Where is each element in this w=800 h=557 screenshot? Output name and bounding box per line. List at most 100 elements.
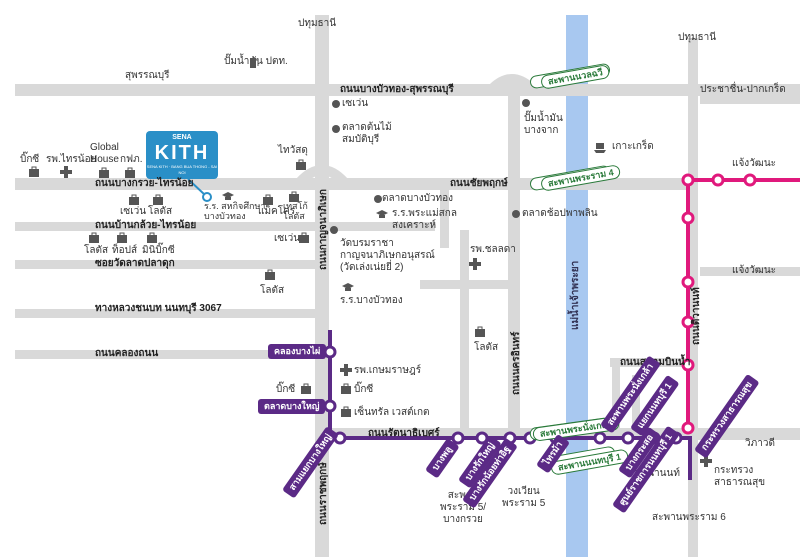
purple-station xyxy=(593,431,607,445)
place-big-c-1: บิ๊กซี xyxy=(20,154,40,165)
shopping-bag-icon xyxy=(263,194,273,205)
shopping-bag-icon xyxy=(147,232,157,243)
shopping-bag-icon xyxy=(89,232,99,243)
shopping-bag-icon xyxy=(475,326,485,337)
place-koh-kret: เกาะเกร็ด xyxy=(612,141,654,152)
place-tesco: เทสโก้ โลตัส xyxy=(283,201,308,221)
project-logo: SENA KITH SENA KITH · BANG BUA THONG - S… xyxy=(146,131,218,179)
place-wat-bromracha: วัดบรมราชา กาญจนาภิเษกอนุสรณ์ (วัดเล่งเน… xyxy=(340,238,435,273)
pink-station xyxy=(681,275,695,289)
shopping-bag-icon xyxy=(117,232,127,243)
hospital-cross-icon xyxy=(340,364,352,376)
place-talad-ton-mai: ตลาดต้นไม้ สมบัติบุรี xyxy=(342,122,392,145)
place-seven-2: เซเว่น xyxy=(120,206,147,217)
label-bangkruai-sainoi: ถนนบางกรวย-ไทรน้อย xyxy=(95,178,194,189)
label-soi-wat-lat: ซอยวัดลาดปลาดุก xyxy=(95,258,175,269)
road-khlong-thanon xyxy=(15,350,315,359)
label-prachachuen: ประชาชื่น-ปากเกร็ด xyxy=(700,84,786,95)
label-rama5-circle: วงเวียน พระราม 5 xyxy=(502,486,546,509)
ferry-icon xyxy=(594,143,606,153)
interchange-arc xyxy=(296,165,348,186)
shopping-bag-icon xyxy=(29,166,39,177)
place-rph-sainoi: รพ.ไทรน้อย xyxy=(46,154,97,165)
school-cap-icon xyxy=(376,210,388,218)
road-bangkruai-sainoi xyxy=(15,178,695,190)
place-lotus-4: โลตัส xyxy=(260,285,285,296)
road-sanambinnam-vertical xyxy=(612,358,620,433)
road-prachachuen xyxy=(700,95,800,104)
label-pathum-thani-right: ปทุมธานี xyxy=(678,32,717,43)
hospital-cross-icon xyxy=(700,455,712,467)
purple-station xyxy=(323,399,337,413)
fuel-dot-icon xyxy=(522,99,530,107)
project-name: KITH xyxy=(154,142,210,164)
school-cap-icon xyxy=(222,192,234,200)
pink-station xyxy=(681,173,695,187)
label-pathum-thani: ปทุมธานี xyxy=(298,18,337,29)
pink-station xyxy=(743,173,757,187)
road-ratchaphruek xyxy=(508,84,520,434)
shopping-bag-icon xyxy=(341,406,351,417)
label-wipawadi: วิภาวดี xyxy=(745,438,775,449)
place-talad-bangbuathong: ตลาดบางบัวทอง xyxy=(382,193,454,204)
place-big-c-2: บิ๊กซี xyxy=(354,384,374,395)
road-soi-wat-lat xyxy=(15,260,315,269)
place-school-sahakorn: ร.ร. สหกิจศึกษา บางบัวทอง xyxy=(204,201,266,221)
hospital-cross-icon xyxy=(469,258,481,270)
road-3067 xyxy=(15,309,315,318)
station-talad-bang-yai: ตลาดบางใหญ่ xyxy=(258,399,326,414)
hospital-cross-icon xyxy=(60,166,72,178)
shopping-bag-icon xyxy=(296,159,306,170)
road-small-vertical xyxy=(440,188,449,248)
label-bangbuathong-suphanburi: ถนนบางบัวทอง-สุพรรณบุรี xyxy=(340,84,454,95)
label-river: แม่น้ำเจ้าพระยา xyxy=(570,260,581,330)
road-chaengwattana-2 xyxy=(700,267,800,276)
place-seven-1: เซเว่น xyxy=(342,98,369,109)
label-tiwanon: ถนนติวานนท์ xyxy=(691,287,702,345)
label-chaengwattana-2: แจ้งวัฒนะ xyxy=(732,265,777,276)
label-rama5-bridge: สะพาน พระราม 5/ บางกรวย xyxy=(440,490,487,525)
pink-station xyxy=(681,358,695,372)
label-ratchaphruek: ถนนราชพฤกษ์ xyxy=(318,462,329,525)
place-talad-chaipruek: ตลาดช้อปพาพลิน xyxy=(522,208,598,219)
label-bankluay-sainoi: ถนนบ้านกล้วย-ไทรน้อย xyxy=(95,220,197,231)
store-dot-icon xyxy=(374,195,382,203)
shopping-bag-icon xyxy=(299,232,309,243)
school-cap-icon xyxy=(342,283,354,291)
place-mini-bigc: มินิบิ๊กซี xyxy=(142,245,175,256)
pink-station xyxy=(711,173,725,187)
road-small xyxy=(420,280,520,289)
place-lotus-3: โลตัส xyxy=(84,245,109,256)
place-makro: แม็คโคร xyxy=(258,206,296,217)
place-tops-2: ท็อปส์ xyxy=(112,245,138,256)
label-nonthaburi-rd: ถนนนครอินทร์ xyxy=(511,331,522,395)
shopping-bag-icon xyxy=(99,167,109,178)
label-chaengwattana-1: แจ้งวัฒนะ xyxy=(732,158,777,169)
place-global-house: Global House xyxy=(90,142,119,165)
label-tha-nam-non: ท่าน้ำนนท์ xyxy=(635,468,680,479)
project-tagline: SENA KITH · BANG BUA THONG - SAI NOI xyxy=(146,164,218,175)
fuel-pump-icon xyxy=(250,58,259,68)
pink-station xyxy=(681,421,695,435)
road-rph-vertical xyxy=(460,230,469,430)
place-rph-chonlaprathan: รพ.ชลลดา xyxy=(470,244,516,255)
shopping-bag-icon xyxy=(289,191,299,202)
label-3067: ทางหลวงชนบท นนทบุรี 3067 xyxy=(95,303,222,314)
pink-station xyxy=(681,211,695,225)
purple-station xyxy=(451,431,465,445)
label-chaiyaphruek: ถนนชัยพฤกษ์ xyxy=(450,178,508,189)
place-ministry-health: กระทรวง สาธารณสุข xyxy=(714,465,766,488)
interchange-arc-2 xyxy=(489,74,535,92)
shopping-bag-icon xyxy=(341,383,351,394)
shopping-bag-icon xyxy=(301,383,311,394)
place-central-westgate: เซ็นทรัล เวสต์เกต xyxy=(354,407,430,418)
label-rattanathibet: ถนนรัตนาธิเบศร์ xyxy=(368,428,440,439)
project-pin xyxy=(202,192,212,202)
place-big-c-3: บิ๊กซี xyxy=(276,384,296,395)
shopping-bag-icon xyxy=(153,194,163,205)
place-seven-3: เซเว่น xyxy=(274,233,301,244)
store-dot-icon xyxy=(332,125,340,133)
shopping-bag-icon xyxy=(265,269,275,280)
